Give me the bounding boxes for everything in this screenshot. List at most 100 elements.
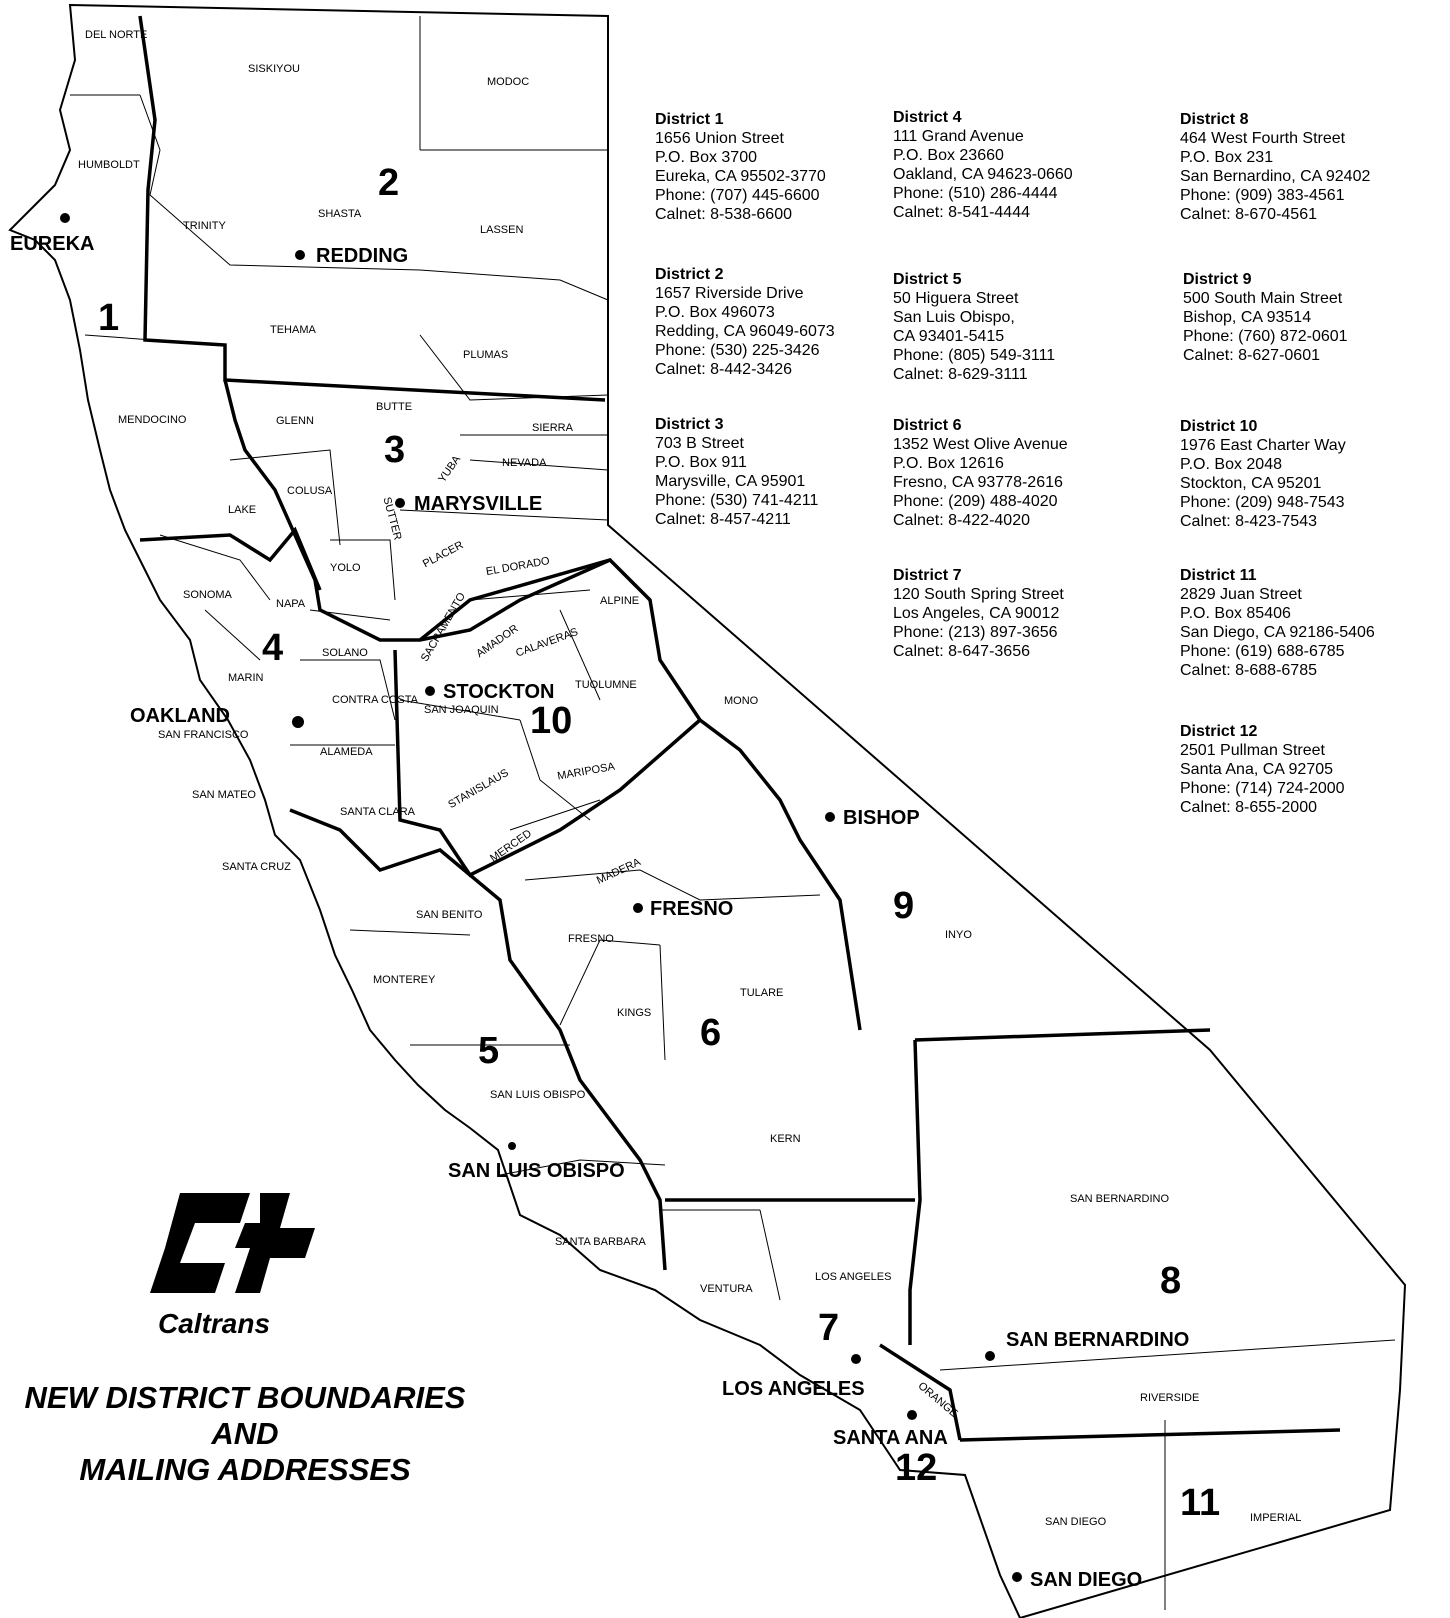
address-line: P.O. Box 496073	[655, 304, 775, 321]
city-label-san-luis-obispo: SAN LUIS OBISPO	[448, 1160, 625, 1182]
county-label: SISKIYOU	[248, 63, 300, 75]
address-line: Los Angeles, CA 90012	[893, 605, 1060, 622]
address-line: Calnet: 8-629-3111	[893, 366, 1028, 383]
county-label: KINGS	[617, 1007, 651, 1019]
county-label: AMADOR	[474, 623, 520, 661]
district-number: 10	[530, 700, 572, 742]
county-label: GLENN	[276, 415, 314, 427]
title-line-1: NEW DISTRICT BOUNDARIES	[24, 1380, 466, 1415]
address-line: P.O. Box 231	[1180, 149, 1274, 166]
county-label: SOLANO	[322, 647, 368, 659]
district-number: 7	[818, 1307, 839, 1349]
city-labels: EUREKA REDDING MARYSVILLE OAKLAND STOCKT…	[10, 233, 1189, 1591]
city-label-redding: REDDING	[316, 245, 408, 267]
district-2-address: District 2 1657 Riverside Drive P.O. Box…	[655, 265, 835, 379]
address-line: P.O. Box 911	[655, 454, 747, 471]
city-markers	[60, 213, 1022, 1582]
county-label: LAKE	[228, 504, 256, 516]
address-line: Phone: (213) 897-3656	[893, 624, 1058, 641]
address-line: Calnet: 8-627-0601	[1183, 347, 1320, 364]
county-label: MARIPOSA	[556, 761, 616, 783]
district-3-address: District 3 703 B Street P.O. Box 911 Mar…	[655, 415, 818, 529]
address-line: 500 South Main Street	[1183, 290, 1343, 307]
district-8-address: District 8 464 West Fourth Street P.O. B…	[1180, 110, 1370, 224]
address-line: Phone: (510) 286-4444	[893, 185, 1058, 202]
address-line: Marysville, CA 95901	[655, 473, 806, 490]
county-label: MODOC	[487, 76, 529, 88]
county-label: MONTEREY	[373, 974, 436, 986]
address-line: Phone: (530) 225-3426	[655, 342, 820, 359]
city-label-eureka: EUREKA	[10, 233, 94, 255]
district-2-title: District 2	[655, 266, 724, 283]
address-line: Calnet: 8-422-4020	[893, 512, 1030, 529]
district-number: 5	[478, 1030, 499, 1072]
address-line: P.O. Box 23660	[893, 147, 1004, 164]
county-label: VENTURA	[700, 1283, 753, 1295]
city-label-stockton: STOCKTON	[443, 681, 555, 703]
county-label: ALAMEDA	[320, 746, 373, 758]
county-label: MENDOCINO	[118, 414, 187, 426]
city-label-santa-ana: SANTA ANA	[833, 1427, 948, 1449]
address-line: Calnet: 8-541-4444	[893, 204, 1030, 221]
county-label: RIVERSIDE	[1140, 1392, 1199, 1404]
address-line: P.O. Box 3700	[655, 149, 757, 166]
district-1-address: District 1 1656 Union Street P.O. Box 37…	[655, 110, 826, 224]
county-label: MONO	[724, 695, 759, 707]
address-line: P.O. Box 85406	[1180, 605, 1291, 622]
address-line: 1656 Union Street	[655, 130, 784, 147]
district-5-address: District 5 50 Higuera Street San Luis Ob…	[893, 270, 1055, 384]
city-marker-redding	[295, 250, 305, 260]
district-number: 9	[893, 885, 914, 927]
address-line: Phone: (209) 488-4020	[893, 493, 1058, 510]
district-11-title: District 11	[1180, 567, 1257, 584]
district-10-address: District 10 1976 East Charter Way P.O. B…	[1180, 417, 1346, 531]
county-label: SAN LUIS OBISPO	[490, 1089, 586, 1101]
address-line: 703 B Street	[655, 435, 744, 452]
address-line: Calnet: 8-442-3426	[655, 361, 792, 378]
address-line: 1657 Riverside Drive	[655, 285, 804, 302]
county-label: TRINITY	[183, 220, 226, 232]
city-marker-eureka	[60, 213, 70, 223]
city-marker-san-bernardino	[985, 1351, 995, 1361]
county-label: SAN BENITO	[416, 909, 483, 921]
county-label: IMPERIAL	[1250, 1512, 1301, 1524]
county-label: SACRAMENTO	[419, 590, 468, 663]
district-numbers: 1 2 3 4 5 6 7 8 9 10 11 12	[98, 162, 1220, 1524]
address-line: P.O. Box 2048	[1180, 456, 1282, 473]
city-label-bishop: BISHOP	[843, 807, 920, 829]
caltrans-logo	[150, 1193, 315, 1293]
county-label: SAN DIEGO	[1045, 1516, 1107, 1528]
county-label: BUTTE	[376, 401, 412, 413]
city-label-marysville: MARYSVILLE	[414, 493, 542, 515]
county-label: MARIN	[228, 672, 264, 684]
address-line: Redding, CA 96049-6073	[655, 323, 835, 340]
county-label: CONTRA COSTA	[332, 694, 419, 706]
district-6-title: District 6	[893, 417, 962, 434]
address-line: 2501 Pullman Street	[1180, 742, 1325, 759]
address-line: Santa Ana, CA 92705	[1180, 761, 1334, 778]
city-marker-los-angeles	[851, 1354, 861, 1364]
city-marker-oakland	[292, 716, 304, 728]
address-line: Phone: (209) 948-7543	[1180, 494, 1345, 511]
address-line: Oakland, CA 94623-0660	[893, 166, 1073, 183]
city-marker-bishop	[825, 812, 835, 822]
address-line: CA 93401-5415	[893, 328, 1005, 345]
city-label-san-bernardino: SAN BERNARDINO	[1006, 1329, 1189, 1351]
address-line: Phone: (619) 688-6785	[1180, 643, 1345, 660]
county-label: NAPA	[276, 598, 306, 610]
county-label: SANTA CRUZ	[222, 861, 291, 873]
district-3-title: District 3	[655, 416, 724, 433]
district-12-address: District 12 2501 Pullman Street Santa An…	[1180, 722, 1345, 817]
county-label: TEHAMA	[270, 324, 317, 336]
address-line: Phone: (760) 872-0601	[1183, 328, 1348, 345]
county-label: SAN BERNARDINO	[1070, 1193, 1169, 1205]
address-line: 120 South Spring Street	[893, 586, 1064, 603]
address-line: Stockton, CA 95201	[1180, 475, 1322, 492]
address-line: 2829 Juan Street	[1180, 586, 1302, 603]
district-number: 6	[700, 1012, 721, 1054]
county-label: NEVADA	[502, 457, 547, 469]
city-label-los-angeles: LOS ANGELES	[722, 1378, 865, 1400]
district-7-address: District 7 120 South Spring Street Los A…	[893, 566, 1064, 661]
address-line: Phone: (909) 383-4561	[1180, 187, 1345, 204]
county-label: TUOLUMNE	[575, 679, 637, 691]
